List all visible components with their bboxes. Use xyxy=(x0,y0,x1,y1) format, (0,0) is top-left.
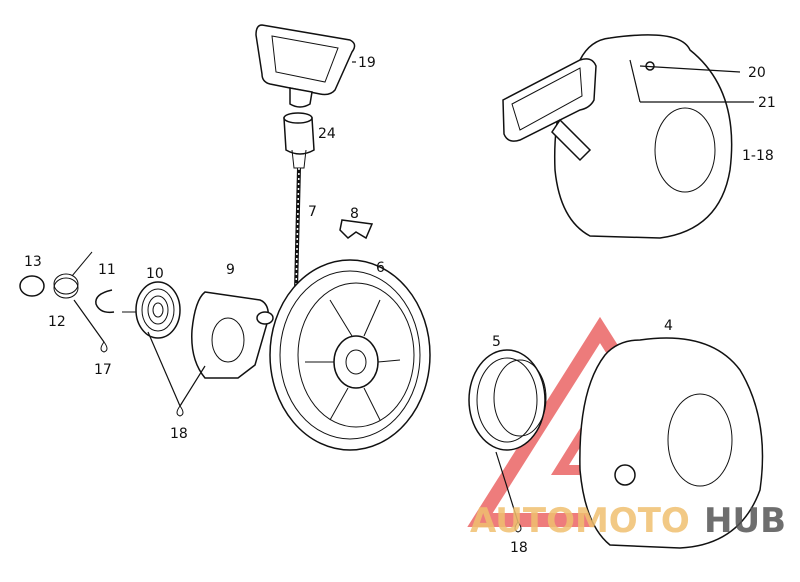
watermark-text-hub: HUB xyxy=(704,501,786,541)
part-18-grease-drop-left xyxy=(147,331,206,417)
label-24: 24 xyxy=(318,126,336,142)
label-8: 8 xyxy=(350,206,359,222)
part-12-coil xyxy=(53,251,93,299)
label-1-18: 1-18 xyxy=(742,148,774,164)
part-10-spring xyxy=(122,281,181,339)
part-5-cover xyxy=(468,349,547,451)
part-8-clip xyxy=(339,219,374,240)
part-9-cam-plate xyxy=(191,291,274,379)
label-5: 5 xyxy=(492,334,501,350)
part-18-grease-drop-right xyxy=(495,451,522,533)
label-4: 4 xyxy=(664,318,673,334)
label-19: 19 xyxy=(358,55,376,71)
part-24-grip xyxy=(283,112,315,169)
part-4-housing xyxy=(579,337,764,549)
label-9: 9 xyxy=(226,262,235,278)
watermark-text-automoto: AUTOMOTO xyxy=(470,501,690,541)
label-20: 20 xyxy=(748,65,766,81)
label-7: 7 xyxy=(308,204,317,220)
leader-21a xyxy=(629,59,641,103)
part-11-circlip xyxy=(95,289,115,314)
label-18-right: 18 xyxy=(510,540,528,556)
leader-20 xyxy=(639,65,741,73)
label-13: 13 xyxy=(24,254,42,270)
label-21: 21 xyxy=(758,95,776,111)
label-10: 10 xyxy=(146,266,164,282)
part-1-18-starter-assembly xyxy=(502,34,733,239)
part-19-handle xyxy=(255,24,356,108)
label-12: 12 xyxy=(48,314,66,330)
part-7-rope xyxy=(294,167,301,291)
label-18-left: 18 xyxy=(170,426,188,442)
part-13-ring xyxy=(19,275,45,297)
part-6-pulley xyxy=(269,259,431,451)
label-11: 11 xyxy=(98,262,116,278)
label-17: 17 xyxy=(94,362,112,378)
part-17-grease-drop xyxy=(73,299,108,353)
label-6: 6 xyxy=(376,260,385,276)
